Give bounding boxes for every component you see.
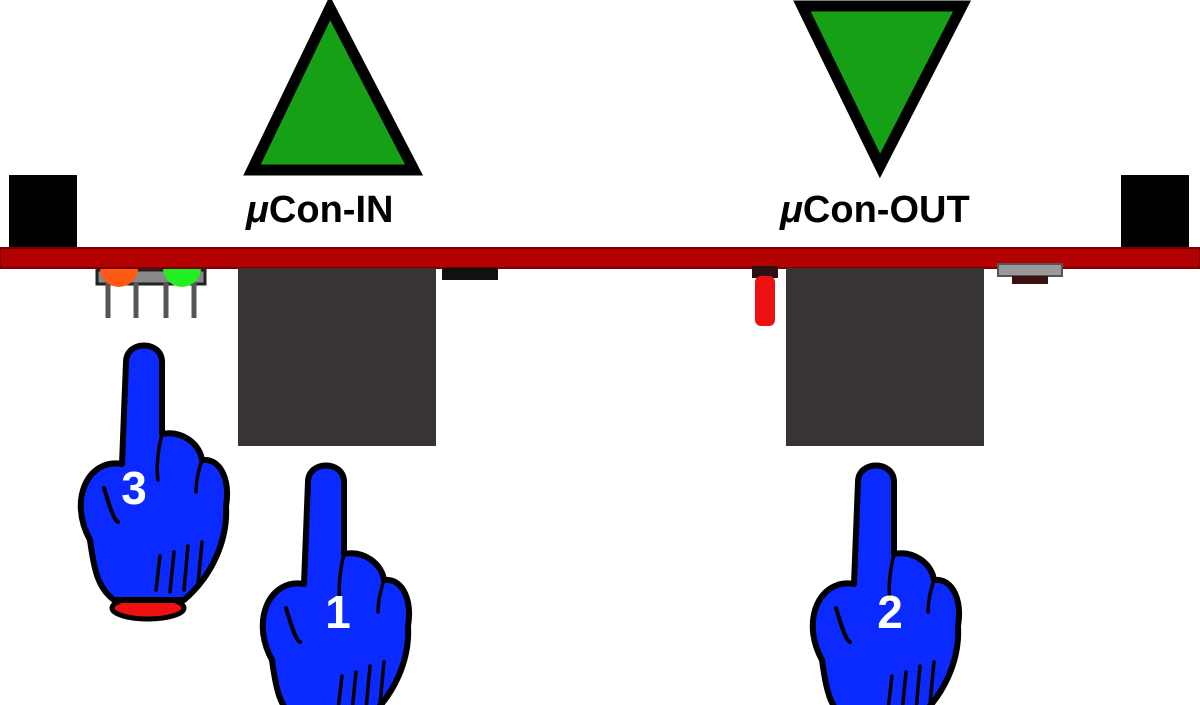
right-mount-block — [1121, 175, 1189, 249]
gray-component-base — [1012, 276, 1048, 284]
smd-component — [442, 268, 498, 280]
label-ucon-out-prefix: μ — [779, 189, 803, 231]
red-component-cap — [752, 266, 778, 278]
hand-number-2: 2 — [877, 586, 903, 638]
hand-number-1: 1 — [325, 586, 351, 638]
triangle-up-icon — [243, 0, 424, 176]
jack-in[interactable] — [238, 268, 436, 446]
label-ucon-out-text: Con-OUT — [803, 189, 970, 231]
hand-number-3: 3 — [121, 462, 147, 514]
label-ucon-in-prefix: μ — [245, 189, 269, 231]
label-ucon-in-text: Con-IN — [269, 189, 394, 231]
jack-out[interactable] — [786, 268, 984, 446]
gray-component — [997, 263, 1063, 277]
label-ucon-out: μCon-OUT — [779, 189, 970, 231]
red-component — [755, 276, 775, 326]
pointing-hand-icon-1[interactable]: 1 — [263, 466, 409, 705]
pointing-hand-icon-3[interactable]: 3 — [81, 346, 227, 620]
label-ucon-in: μCon-IN — [245, 189, 393, 231]
pcb-board — [0, 247, 1200, 269]
left-mount-block — [9, 175, 77, 249]
triangle-down-icon — [793, 0, 971, 179]
pointing-hand-icon-2[interactable]: 2 — [813, 466, 959, 705]
